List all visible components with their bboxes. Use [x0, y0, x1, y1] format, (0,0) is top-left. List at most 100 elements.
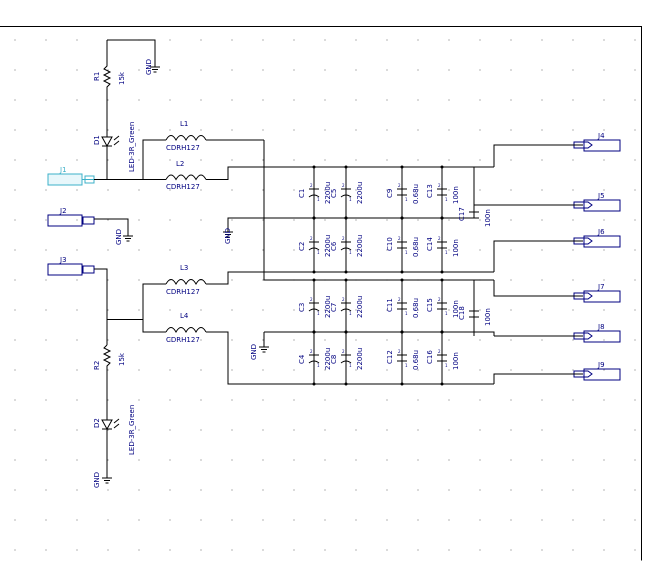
d1-led[interactable]: D1 LED-3R_Green	[93, 94, 136, 179]
pin-number: 1	[405, 311, 408, 316]
j2-connector[interactable]: J2	[47, 207, 129, 236]
grid-dot	[76, 459, 78, 461]
c6-value: 2200u	[356, 235, 364, 257]
grid-dot	[603, 489, 605, 491]
grid-dot	[138, 309, 140, 311]
l4-ref: L4	[180, 312, 189, 320]
grid-dot	[634, 99, 636, 101]
l2-value: CDRH127	[166, 183, 200, 191]
l2-inductor[interactable]: L2 CDRH127	[165, 160, 494, 191]
gnd-symbol-r1: GND	[145, 59, 160, 75]
grid-dot	[169, 189, 171, 191]
grid-dot	[510, 549, 512, 551]
grid-dot	[138, 549, 140, 551]
grid-dot	[417, 159, 419, 161]
l3-inductor[interactable]: L3 CDRH127	[165, 264, 494, 296]
grid-dot	[510, 159, 512, 161]
grid-dot	[634, 279, 636, 281]
grid-dot	[634, 489, 636, 491]
pin-number: 1	[405, 250, 408, 255]
grid-dot	[107, 99, 109, 101]
grid-dot	[293, 429, 295, 431]
grid-dot	[231, 219, 233, 221]
grid-dot	[603, 429, 605, 431]
l1-inductor[interactable]: L1 CDRH127	[165, 120, 264, 152]
grid-dot	[76, 39, 78, 41]
grid-dot	[293, 399, 295, 401]
grid-dot	[324, 249, 326, 251]
grid-dot	[169, 369, 171, 371]
grid-dot	[262, 129, 264, 131]
grid-dot	[169, 159, 171, 161]
j3-connector[interactable]: J3	[47, 256, 108, 345]
grid-dot	[76, 189, 78, 191]
grid-dot	[510, 249, 512, 251]
grid-dot	[76, 489, 78, 491]
pin-number: 2	[342, 236, 345, 241]
grid-dot	[386, 99, 388, 101]
j7-connector[interactable]: J7	[573, 283, 621, 303]
gnd-symbol-d2: GND	[93, 472, 112, 488]
grid-dot	[76, 159, 78, 161]
grid-dot	[603, 219, 605, 221]
grid-dot	[386, 159, 388, 161]
grid-dot	[169, 249, 171, 251]
grid-dot	[479, 549, 481, 551]
d2-led[interactable]: D2 LED-3R_Green	[93, 405, 136, 478]
grid-dot	[138, 339, 140, 341]
grid-dot	[417, 489, 419, 491]
grid-dot	[324, 129, 326, 131]
l4-inductor[interactable]: L4 CDRH127	[165, 312, 494, 385]
grid-dot	[76, 219, 78, 221]
pin-number: 2	[342, 183, 345, 188]
j6-connector[interactable]: J6	[573, 228, 621, 248]
grid-dot	[76, 69, 78, 71]
grid-dot	[262, 459, 264, 461]
grid-dot	[14, 189, 16, 191]
grid-dot	[169, 549, 171, 551]
grid-dot	[45, 69, 47, 71]
grid-dot	[417, 339, 419, 341]
gnd-label-bottom: GND	[250, 344, 258, 360]
j4-connector[interactable]: J4	[573, 132, 621, 152]
c12-ref: C12	[386, 350, 394, 364]
grid-dot	[324, 399, 326, 401]
grid-dot	[262, 399, 264, 401]
r2-resistor[interactable]: R2 15k	[93, 344, 126, 420]
grid-dot	[200, 399, 202, 401]
grid-dot	[169, 459, 171, 461]
pin-number: 2	[398, 349, 401, 354]
j8-connector[interactable]: J8	[573, 323, 621, 343]
j9-connector[interactable]: J9	[573, 361, 621, 381]
grid-dot	[603, 249, 605, 251]
j5-connector[interactable]: J5	[573, 192, 621, 212]
grid-dot	[200, 519, 202, 521]
j1-connector[interactable]: J1	[47, 166, 95, 186]
c16-value: 100n	[452, 352, 460, 370]
r1-resistor[interactable]: R1 15k	[93, 39, 156, 94]
grid-dot	[14, 249, 16, 251]
grid-dot	[169, 39, 171, 41]
grid-dot	[107, 339, 109, 341]
pin-number: 2	[310, 183, 313, 188]
c15-ref: C15	[426, 298, 434, 312]
